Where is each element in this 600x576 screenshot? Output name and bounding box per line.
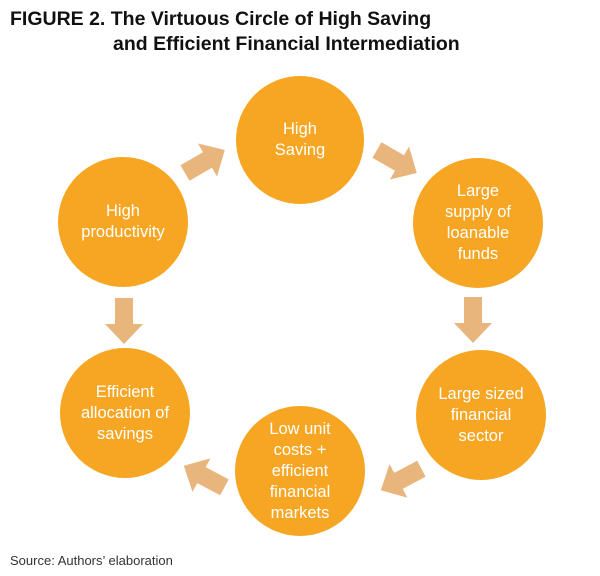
node-label-high-productivity: High productivity xyxy=(81,202,165,241)
arrow-supply-to-sector xyxy=(454,297,492,343)
node-label-low-unit-costs: Low unit costs + efficient financial mar… xyxy=(269,419,331,522)
node-high-productivity: High productivity xyxy=(58,157,188,287)
figure-title-line-2: and Efficient Financial Intermediation xyxy=(113,33,460,55)
arrow-costs-to-allocation xyxy=(183,458,229,496)
figure-title-line-1: FIGURE 2. The Virtuous Circle of High Sa… xyxy=(10,8,432,30)
node-high-saving: High Saving xyxy=(236,76,364,204)
arrow-saving-to-supply xyxy=(372,142,417,180)
node-low-unit-costs: Low unit costs + efficient financial mar… xyxy=(235,406,365,536)
arrow-productivity-to-allocation xyxy=(105,298,143,344)
source-note: Source: Authors’ elaboration xyxy=(10,553,173,568)
node-label-large-supply: Large supply of loanable funds xyxy=(444,182,512,263)
node-large-sized-financial-sector: Large sized financial sector xyxy=(416,350,546,480)
node-label-high-saving: High Saving xyxy=(274,120,326,159)
node-large-supply-of-loanable-funds: Large supply of loanable funds xyxy=(413,158,543,288)
arrow-sector-to-costs xyxy=(380,460,426,498)
node-efficient-allocation-of-savings: Efficient allocation of savings xyxy=(60,348,190,478)
arrow-productivity-to-saving xyxy=(180,143,225,181)
node-label-efficient-allocation: Efficient allocation of savings xyxy=(80,382,170,443)
node-label-financial-sector: Large sized financial sector xyxy=(438,384,524,445)
